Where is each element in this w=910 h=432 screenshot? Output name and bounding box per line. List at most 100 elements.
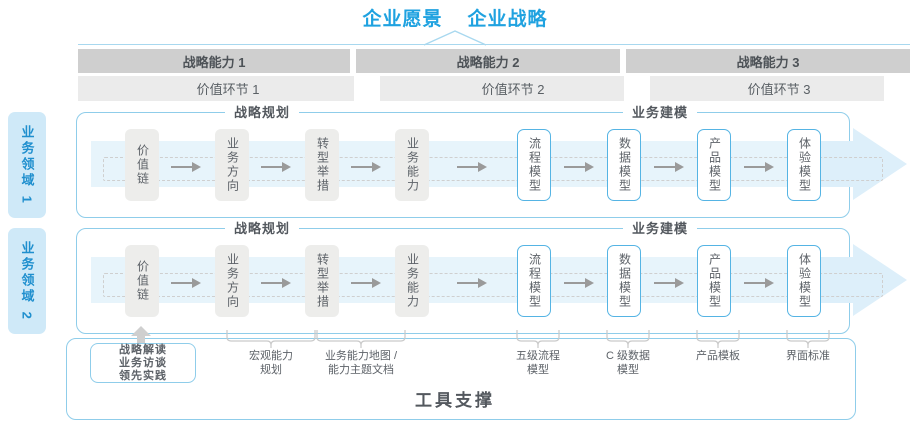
value-stage-3[interactable]: 价值环节 3 [648, 76, 910, 101]
arrow-lane1-0-icon [171, 161, 201, 173]
node-lane2-7-label: 体验模型 [797, 253, 812, 309]
node-lane1-7-label: 体验模型 [797, 137, 812, 193]
arrow-lane2-3-icon [457, 277, 487, 289]
bracket-icon-2 [316, 330, 406, 348]
bracket-icon-4 [606, 330, 650, 348]
arrow-lane2-0-icon [171, 277, 201, 289]
value-stage-3-label: 价值环节 3 [747, 82, 811, 97]
lane-1-dashed-track [103, 157, 883, 181]
capability-row: 战略能力 1 战略能力 2 战略能力 3 [78, 49, 910, 73]
value-stage-2-label: 价值环节 2 [481, 82, 545, 97]
capability-1[interactable]: 战略能力 1 [78, 49, 350, 73]
sidebar-item-domain-1[interactable]: 业务领域 1 [8, 112, 46, 218]
capability-2[interactable]: 战略能力 2 [356, 49, 620, 73]
arrow-lane2-2-icon [351, 277, 381, 289]
lane-2-arrow-head-icon [853, 244, 907, 316]
tool-caption-2-line-1: 业务能力地图 / [324, 350, 398, 362]
tool-caption-4: C 级数据 模型 [578, 349, 678, 377]
arrow-lane1-4-icon [564, 161, 594, 173]
node-lane2-1[interactable]: 业务方向 [215, 245, 249, 317]
node-lane2-6-label: 产品模型 [707, 253, 722, 309]
node-lane1-2[interactable]: 转型举措 [305, 129, 339, 201]
node-lane2-1-label: 业务方向 [225, 253, 240, 309]
arrow-lane1-2-icon [351, 161, 381, 173]
sidebar-item-domain-2[interactable]: 业务领域 2 [8, 228, 46, 334]
value-stage-2[interactable]: 价值环节 2 [378, 76, 648, 101]
node-lane1-4[interactable]: 流程模型 [517, 129, 551, 201]
node-lane2-7[interactable]: 体验模型 [787, 245, 821, 317]
lane-1-section-planning: 战略规划 [225, 104, 300, 122]
node-lane1-1[interactable]: 业务方向 [215, 129, 249, 201]
title-strategy: 企业战略 [467, 9, 548, 30]
lane-domain-1: 战略规划 业务建模 价值链 业务方向 转型举措 业务能力 流程模型 数据模型 产… [76, 104, 907, 218]
node-lane2-5[interactable]: 数据模型 [607, 245, 641, 317]
arrow-lane2-1-icon [261, 277, 291, 289]
bracket-icon-1 [226, 330, 316, 348]
node-lane1-3[interactable]: 业务能力 [395, 129, 429, 201]
value-stage-1-label: 价值环节 1 [196, 82, 260, 97]
lane-domain-2: 战略规划 业务建模 价值链 业务方向 转型举措 业务能力 流程模型 数据模型 产… [76, 220, 907, 334]
bracket-icon-6 [786, 330, 830, 348]
capability-3[interactable]: 战略能力 3 [626, 49, 910, 73]
tool-caption-2-line-2: 能力主题文档 [328, 364, 394, 376]
node-lane1-5[interactable]: 数据模型 [607, 129, 641, 201]
node-lane2-0-label: 价值链 [135, 260, 150, 302]
node-lane2-2[interactable]: 转型举措 [305, 245, 339, 317]
node-lane1-6[interactable]: 产品模型 [697, 129, 731, 201]
domain-2-label: 业务领域 2 [19, 240, 35, 322]
node-lane2-0[interactable]: 价值链 [125, 245, 159, 317]
capability-2-label: 战略能力 2 [456, 54, 520, 70]
callout-line-2: 业务访谈 [119, 356, 167, 369]
tool-caption-3-line-1: 五级流程 [516, 350, 560, 362]
arrow-lane1-5-icon [654, 161, 684, 173]
arrow-lane2-6-icon [744, 277, 774, 289]
tool-caption-1-line-1: 宏观能力 [249, 350, 293, 362]
lane-2-dashed-track [103, 273, 883, 297]
tool-caption-6: 界面标准 [758, 349, 858, 363]
tool-caption-3: 五级流程 模型 [488, 349, 588, 377]
node-lane2-3-label: 业务能力 [405, 253, 420, 309]
tool-caption-1-line-2: 规划 [260, 364, 282, 376]
page-title: 企业愿景 企业战略 [0, 4, 910, 34]
domain-1-label: 业务领域 1 [19, 124, 35, 206]
value-stage-1[interactable]: 价值环节 1 [78, 76, 378, 101]
arrow-lane2-4-icon [564, 277, 594, 289]
tool-caption-6-line-1: 界面标准 [786, 350, 830, 362]
tool-caption-4-line-1: C 级数据 [606, 350, 650, 362]
node-lane1-4-label: 流程模型 [527, 137, 542, 193]
tool-caption-1: 宏观能力 规划 [221, 349, 321, 377]
node-lane2-6[interactable]: 产品模型 [697, 245, 731, 317]
bracket-icon-3 [516, 330, 560, 348]
callout-strategy-inputs[interactable]: 战略解读 业务访谈 领先实践 [90, 343, 196, 383]
title-vision: 企业愿景 [362, 9, 443, 30]
arrow-lane1-3-icon [457, 161, 487, 173]
node-lane1-0[interactable]: 价值链 [125, 129, 159, 201]
tool-caption-5-line-1: 产品模板 [696, 350, 740, 362]
up-arrow-icon [129, 326, 153, 348]
arrow-lane2-5-icon [654, 277, 684, 289]
tool-support-container [66, 338, 856, 420]
tool-caption-5: 产品模板 [668, 349, 768, 363]
lane-1-section-modeling: 业务建模 [623, 104, 698, 122]
node-lane2-4-label: 流程模型 [527, 253, 542, 309]
node-lane2-4[interactable]: 流程模型 [517, 245, 551, 317]
bracket-icon-5 [696, 330, 740, 348]
node-lane1-3-label: 业务能力 [405, 137, 420, 193]
arrow-lane1-6-icon [744, 161, 774, 173]
capability-3-label: 战略能力 3 [736, 54, 800, 70]
node-lane2-2-label: 转型举措 [315, 253, 330, 309]
chevron-notch-icon-1 [354, 76, 380, 101]
chevron-notch-icon-3 [884, 76, 910, 101]
node-lane2-3[interactable]: 业务能力 [395, 245, 429, 317]
node-lane1-2-label: 转型举措 [315, 137, 330, 193]
node-lane1-5-label: 数据模型 [617, 137, 632, 193]
top-divider [78, 44, 910, 45]
node-lane1-7[interactable]: 体验模型 [787, 129, 821, 201]
tool-caption-4-line-2: 模型 [617, 364, 639, 376]
peak-connector-icon [423, 30, 487, 46]
node-lane1-6-label: 产品模型 [707, 137, 722, 193]
node-lane1-1-label: 业务方向 [225, 137, 240, 193]
tool-support-title: 工具支撑 [415, 391, 495, 410]
lane-2-section-modeling: 业务建模 [623, 220, 698, 238]
